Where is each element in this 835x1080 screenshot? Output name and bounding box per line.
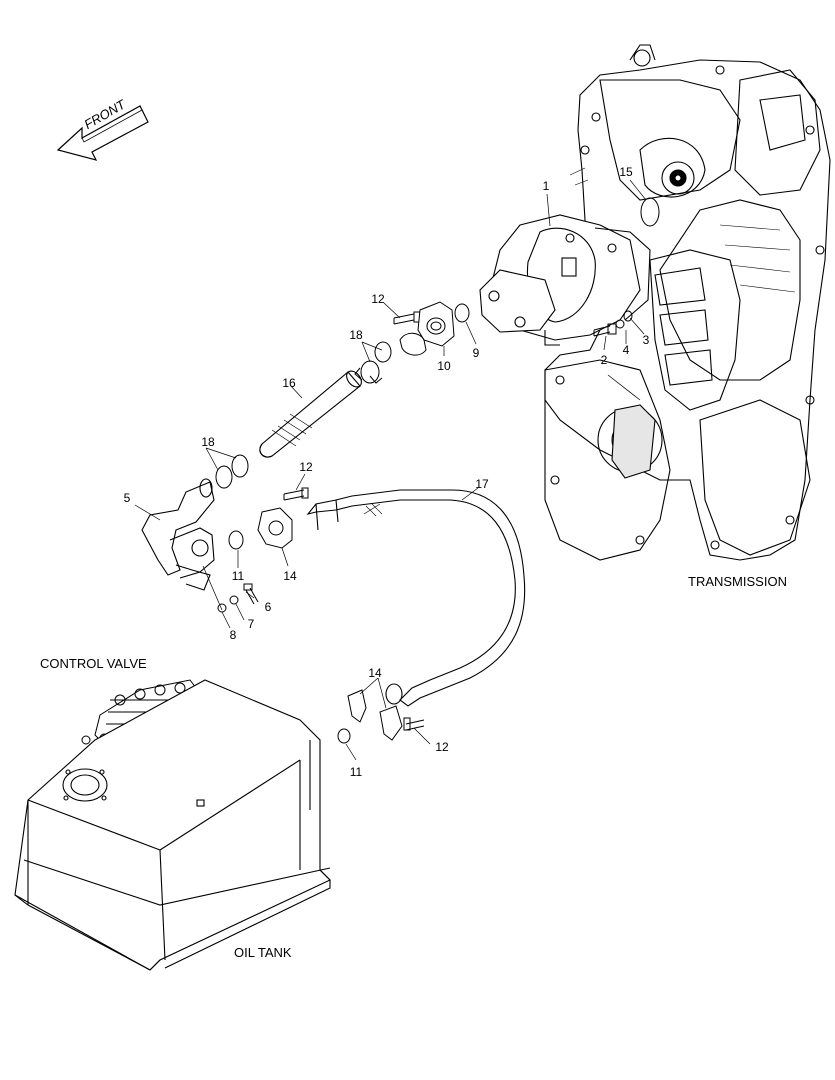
callout-11: 11 [231, 569, 245, 583]
oil-tank-label: OIL TANK [234, 945, 292, 960]
front-arrow-icon [56, 105, 149, 161]
oil-tank [14, 679, 331, 971]
callout-1: 1 [542, 179, 550, 193]
callout-4: 4 [622, 343, 630, 357]
fitting-group-upper [354, 301, 470, 384]
callout-12: 12 [299, 460, 313, 474]
callout-11: 11 [349, 765, 363, 779]
callout-3: 3 [642, 333, 650, 347]
split-flange-lower [337, 689, 425, 744]
split-flange-14 [257, 487, 309, 549]
hydraulic-hose-17 [306, 489, 526, 707]
callout-2: 2 [600, 353, 608, 367]
callout-14: 14 [283, 569, 297, 583]
fasteners-6-7-8 [217, 583, 259, 613]
callout-14: 14 [368, 666, 382, 680]
callout-12: 12 [435, 740, 449, 754]
transmission-label: TRANSMISSION [688, 574, 787, 589]
callout-17: 17 [475, 477, 489, 491]
transmission-housing [544, 44, 831, 561]
callout-18: 18 [201, 435, 215, 449]
fasteners-2-3-4 [593, 310, 633, 337]
callout-10: 10 [437, 359, 451, 373]
o-ring-11 [228, 530, 244, 550]
callout-5: 5 [123, 491, 131, 505]
callout-16: 16 [282, 376, 296, 390]
callout-6: 6 [264, 600, 272, 614]
callout-9: 9 [472, 346, 480, 360]
callout-12: 12 [371, 292, 385, 306]
elbow-pipe-5 [141, 478, 215, 591]
suction-hose-16 [259, 370, 362, 458]
callout-15: 15 [619, 165, 633, 179]
callout-7: 7 [247, 617, 255, 631]
callout-18: 18 [349, 328, 363, 342]
o-ring-15 [640, 197, 660, 227]
control-valve-label: CONTROL VALVE [40, 656, 147, 671]
leader-lines [134, 179, 647, 761]
hydraulic-pump [479, 214, 651, 346]
callout-8: 8 [229, 628, 237, 642]
hose-clamp-18 [215, 465, 233, 489]
